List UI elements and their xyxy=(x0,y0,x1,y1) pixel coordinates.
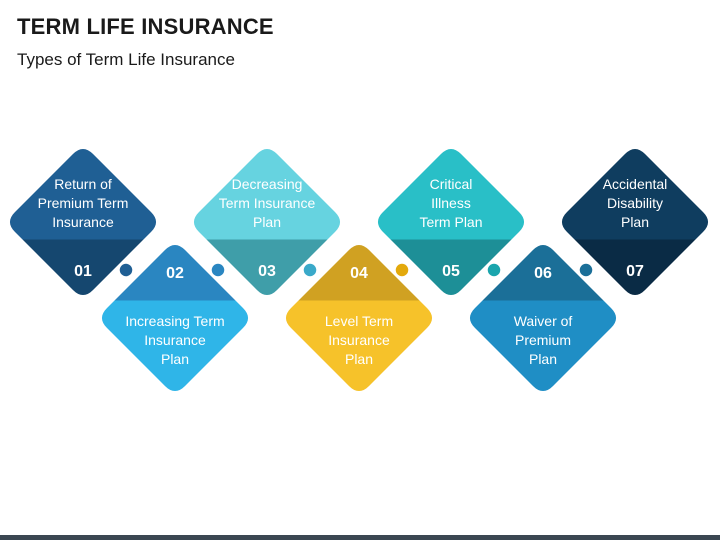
step-number: 02 xyxy=(166,265,184,282)
connector-dot xyxy=(301,261,319,279)
step-label-line: Return of xyxy=(54,176,112,192)
step-diamond-06 xyxy=(469,244,617,392)
step-diamond-03 xyxy=(193,148,341,296)
step-label-line: Accidental xyxy=(603,176,668,192)
step-diamond-01 xyxy=(9,148,157,296)
step-diamond-04 xyxy=(285,244,433,392)
connector-dot xyxy=(577,261,595,279)
connector-dot xyxy=(393,261,411,279)
step-label-line: Plan xyxy=(621,214,649,230)
step-label-line: Premium Term xyxy=(38,195,129,211)
step-label-line: Insurance xyxy=(144,332,206,348)
step-label-line: Increasing Term xyxy=(125,313,224,329)
connector-dot xyxy=(117,261,135,279)
step-label-line: Plan xyxy=(345,351,373,367)
step-label-line: Illness xyxy=(431,195,471,211)
step-label-line: Decreasing xyxy=(232,176,303,192)
step-label-line: Disability xyxy=(607,195,663,211)
step-label-line: Term Insurance xyxy=(219,195,316,211)
step-label-line: Critical xyxy=(430,176,473,192)
step-number: 03 xyxy=(258,263,276,280)
step-number: 01 xyxy=(74,263,92,280)
step-label-line: Level Term xyxy=(325,313,393,329)
step-number: 04 xyxy=(350,265,368,282)
footer-bar xyxy=(0,535,720,540)
step-label-line: Insurance xyxy=(328,332,390,348)
step-diamond-02 xyxy=(101,244,249,392)
connector-dot xyxy=(209,261,227,279)
step-label-line: Term Plan xyxy=(419,214,482,230)
step-diamond-07 xyxy=(561,148,709,296)
step-number: 07 xyxy=(626,263,644,280)
step-label-line: Plan xyxy=(253,214,281,230)
page-title: TERM LIFE INSURANCE xyxy=(17,14,274,39)
step-label-line: Waiver of xyxy=(514,313,573,329)
step-label-line: Plan xyxy=(161,351,189,367)
page-subtitle: Types of Term Life Insurance xyxy=(17,50,235,69)
step-number: 05 xyxy=(442,263,460,280)
step-label-line: Premium xyxy=(515,332,571,348)
step-number: 06 xyxy=(534,265,552,282)
connector-dot xyxy=(485,261,503,279)
step-label-line: Plan xyxy=(529,351,557,367)
step-label-line: Insurance xyxy=(52,214,114,230)
step-diamond-05 xyxy=(377,148,525,296)
